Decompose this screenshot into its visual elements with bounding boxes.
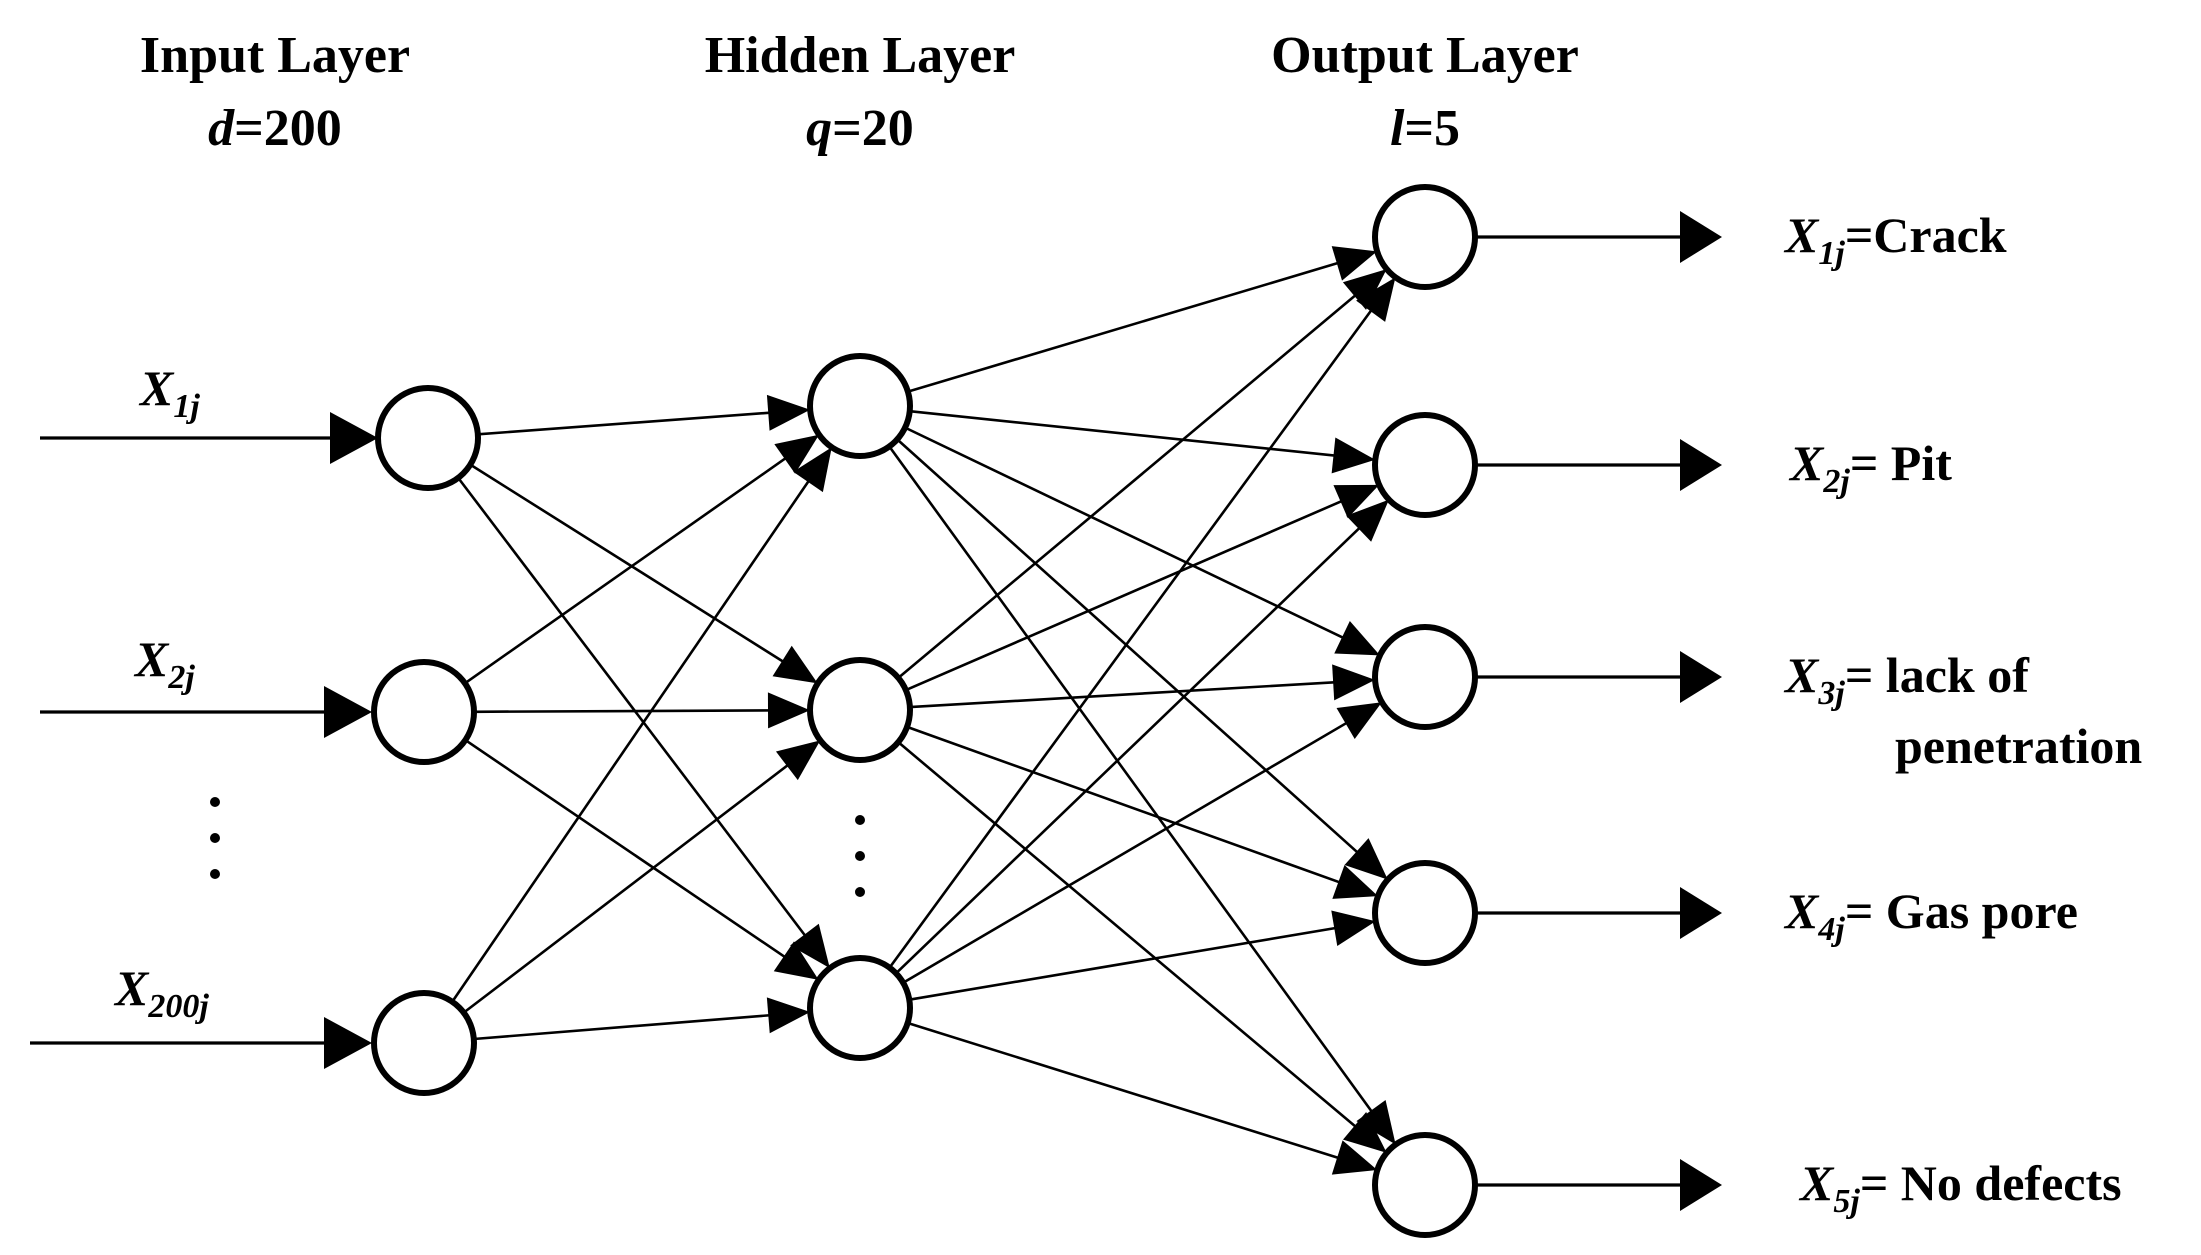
edge-hidden-1-output-2-arrowhead bbox=[1331, 437, 1376, 474]
edge-input-1-hidden-2-arrowhead bbox=[772, 645, 818, 684]
output-arrowhead-4 bbox=[1680, 887, 1722, 939]
output-node-5 bbox=[1372, 1132, 1478, 1238]
edge-hidden-1-output-5-arrowhead bbox=[1356, 1099, 1396, 1145]
output-label-1: X1j=Crack bbox=[1783, 207, 2007, 272]
hidden-layer-param: q=20 bbox=[806, 100, 914, 157]
input-arrows bbox=[30, 412, 378, 1069]
ellipsis-dot bbox=[210, 797, 220, 807]
edge-input-2-hidden-1 bbox=[464, 450, 796, 685]
ellipsis-dot bbox=[210, 869, 220, 879]
edge-hidden-2-output-1 bbox=[897, 287, 1365, 679]
edge-input-3-hidden-1 bbox=[451, 471, 816, 1003]
edge-hidden-3-output-4 bbox=[909, 924, 1347, 1001]
edge-hidden-2-output-4-arrowhead bbox=[1332, 864, 1378, 899]
edge-hidden-1-output-1-arrowhead bbox=[1331, 246, 1378, 281]
input-label-2: X2j bbox=[133, 631, 195, 696]
edge-hidden-1-output-2 bbox=[909, 409, 1346, 458]
hidden-nodes bbox=[807, 353, 913, 1061]
input-ellipsis bbox=[210, 797, 220, 879]
edge-input-3-hidden-2-arrowhead bbox=[775, 740, 821, 781]
edge-input-2-hidden-2-arrowhead bbox=[767, 692, 811, 729]
ellipsis-dot bbox=[855, 887, 865, 897]
input-node-3 bbox=[371, 990, 477, 1096]
edge-input-2-hidden-3-arrowhead bbox=[773, 941, 819, 980]
output-arrowhead-2 bbox=[1680, 439, 1722, 491]
output-layer-title: Output Layer bbox=[1271, 27, 1579, 84]
output-node-1 bbox=[1372, 184, 1478, 290]
edge-hidden-3-output-4-arrowhead bbox=[1331, 910, 1376, 947]
hidden-layer-title: Hidden Layer bbox=[705, 27, 1016, 84]
edge-hidden-3-output-1-arrowhead bbox=[1356, 277, 1396, 322]
hidden-node-3 bbox=[807, 955, 913, 1061]
edge-hidden-2-output-5-arrowhead bbox=[1342, 1112, 1387, 1153]
edge-hidden-1-output-3-arrowhead bbox=[1334, 620, 1380, 656]
input-arrowhead-3 bbox=[324, 1017, 372, 1069]
output-label-3: X3j= lack of bbox=[1783, 647, 2030, 712]
edge-hidden-2-output-3 bbox=[909, 680, 1346, 709]
input-label-1: X1j bbox=[138, 360, 200, 425]
edge-input-3-hidden-2 bbox=[462, 757, 798, 1014]
edge-input-3-hidden-3 bbox=[473, 1013, 781, 1041]
output-node-4 bbox=[1372, 860, 1478, 966]
edge-hidden-2-output-4 bbox=[906, 725, 1351, 888]
edge-hidden-3-output-2-arrowhead bbox=[1346, 499, 1389, 542]
edge-input-1-hidden-1-arrowhead bbox=[766, 394, 811, 431]
edge-hidden-1-output-1 bbox=[907, 258, 1349, 393]
edge-input-2-hidden-2 bbox=[473, 709, 781, 714]
connection-edges bbox=[451, 246, 1396, 1175]
edge-hidden-2-output-1-arrowhead bbox=[1342, 269, 1387, 310]
edge-hidden-3-output-5-arrowhead bbox=[1331, 1140, 1378, 1175]
input-arrowhead-1 bbox=[330, 412, 378, 464]
edge-hidden-3-output-1 bbox=[888, 300, 1379, 969]
ellipsis-dot bbox=[855, 815, 865, 825]
input-arrowhead-2 bbox=[324, 686, 372, 738]
output-arrows bbox=[1477, 211, 1722, 1211]
edge-input-1-hidden-3-arrowhead bbox=[790, 923, 830, 969]
output-node-2 bbox=[1372, 412, 1478, 518]
edge-input-3-hidden-1-arrowhead bbox=[793, 447, 832, 493]
output-label-4: X4j= Gas pore bbox=[1783, 883, 2078, 948]
edge-hidden-1-output-3 bbox=[904, 426, 1354, 644]
ellipsis-dot bbox=[210, 833, 220, 843]
output-arrowhead-3 bbox=[1680, 651, 1722, 703]
edge-hidden-3-output-5 bbox=[907, 1021, 1350, 1163]
hidden-node-2 bbox=[807, 657, 913, 763]
input-node-1 bbox=[375, 385, 481, 491]
input-label-3: X200j bbox=[113, 960, 209, 1025]
hidden-ellipsis bbox=[855, 815, 865, 897]
input-layer-param: d=200 bbox=[208, 100, 342, 157]
edge-input-2-hidden-1-arrowhead bbox=[774, 434, 820, 474]
output-label-2: X2j= Pit bbox=[1788, 435, 1952, 500]
output-arrowhead-5 bbox=[1680, 1159, 1722, 1211]
edge-hidden-1-output-4 bbox=[896, 438, 1367, 861]
edge-hidden-1-output-4-arrowhead bbox=[1344, 838, 1388, 880]
hidden-node-1 bbox=[807, 353, 913, 459]
output-label-5: X5j= No defects bbox=[1798, 1155, 2122, 1220]
output-arrowhead-1 bbox=[1680, 211, 1722, 263]
input-nodes bbox=[371, 385, 481, 1096]
edge-hidden-1-output-5 bbox=[888, 445, 1380, 1122]
edge-input-2-hidden-3 bbox=[464, 739, 795, 965]
output-node-3 bbox=[1372, 624, 1478, 730]
output-layer-param: l=5 bbox=[1390, 100, 1460, 157]
ellipsis-dot bbox=[855, 851, 865, 861]
input-layer-title: Input Layer bbox=[140, 27, 410, 84]
edge-hidden-3-output-3 bbox=[902, 716, 1357, 984]
edge-hidden-2-output-2 bbox=[905, 495, 1353, 692]
edge-hidden-2-output-2-arrowhead bbox=[1333, 484, 1380, 519]
edge-hidden-2-output-3-arrowhead bbox=[1332, 664, 1376, 701]
edge-input-1-hidden-1 bbox=[477, 410, 781, 436]
edge-hidden-3-output-2 bbox=[895, 519, 1369, 975]
edge-hidden-3-output-3-arrowhead bbox=[1336, 702, 1382, 740]
output-nodes bbox=[1372, 184, 1478, 1238]
edge-hidden-2-output-5 bbox=[897, 741, 1365, 1135]
edge-input-3-hidden-3-arrowhead bbox=[766, 997, 811, 1034]
output-label-3-line2: penetration bbox=[1895, 718, 2142, 774]
input-node-2 bbox=[371, 659, 477, 765]
